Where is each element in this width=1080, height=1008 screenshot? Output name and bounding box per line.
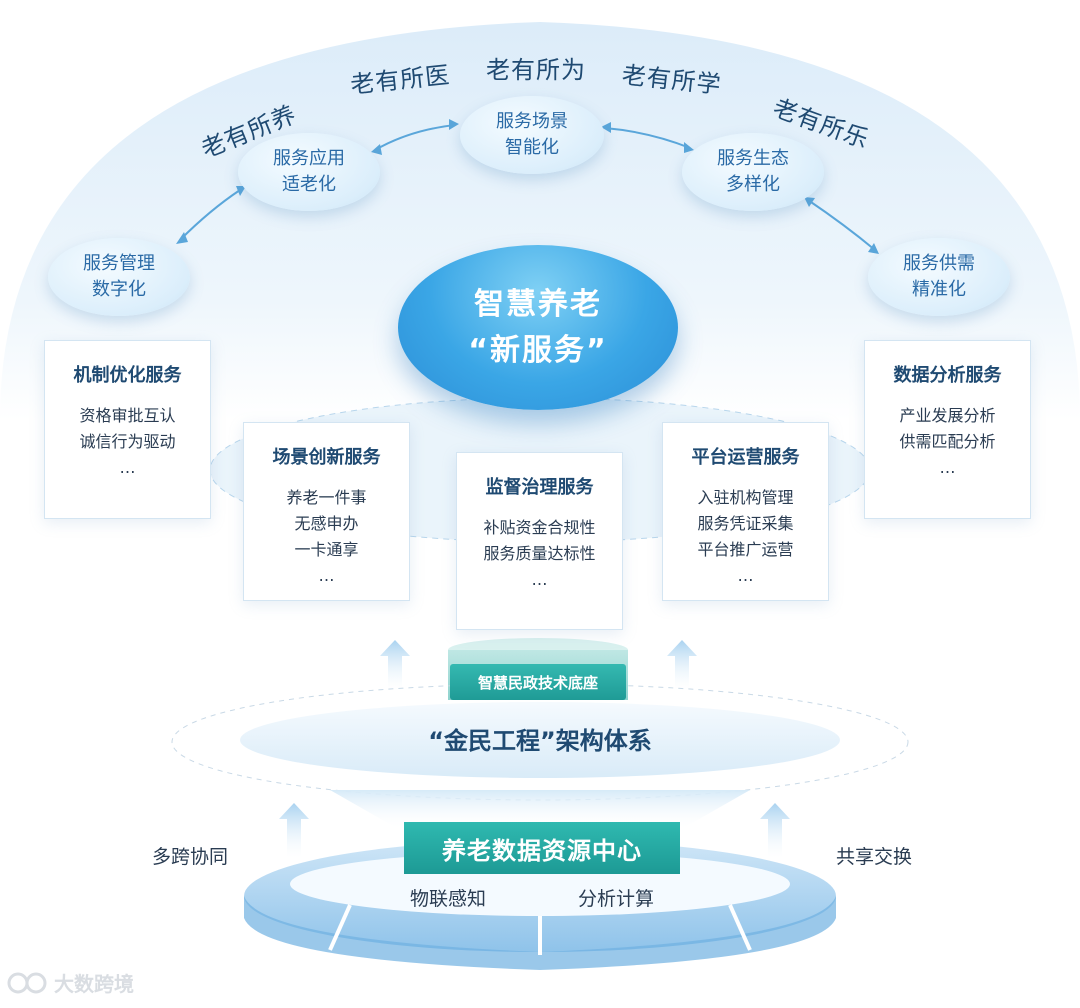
framework-label: “金民工程”架构体系	[428, 727, 652, 755]
node-app-adaptation: 服务应用 适老化	[238, 133, 380, 211]
dome	[0, 22, 1080, 420]
card-title: 平台运营服务	[691, 447, 800, 468]
card-line: 服务质量达标性	[483, 544, 596, 563]
node-line: 智能化	[505, 137, 559, 158]
card-line: …	[737, 566, 754, 585]
node-supply-demand: 服务供需 精准化	[868, 238, 1010, 316]
card-line: 产业发展分析	[899, 406, 996, 425]
node-scene-intelligence: 服务场景 智能化	[460, 96, 604, 174]
card-line: …	[119, 458, 136, 477]
card-title: 监督治理服务	[485, 477, 594, 498]
core-title: 智慧养老	[474, 286, 602, 322]
data-center-label: 养老数据资源中心	[404, 822, 680, 874]
card-line: …	[318, 566, 335, 585]
card-platform-operation: 平台运营服务 入驻机构管理 服务凭证采集 平台推广运营 …	[662, 422, 829, 601]
up-arrows-upper	[380, 640, 697, 690]
card-title: 机制优化服务	[73, 365, 182, 386]
up-arrows-lower	[279, 803, 790, 858]
card-line: …	[531, 570, 548, 589]
card-line: 资格审批互认	[79, 406, 176, 425]
framework-disc	[240, 702, 840, 778]
card-mechanism-optimization: 机制优化服务 资格审批互认 诚信行为驱动 …	[44, 340, 211, 519]
node-connectors	[179, 124, 876, 251]
card-line: 诚信行为驱动	[79, 432, 176, 451]
ring-dividers	[328, 904, 752, 955]
data-ring-edge	[244, 896, 836, 970]
card-data-analysis: 数据分析服务 产业发展分析 供需匹配分析 …	[864, 340, 1031, 519]
card-line: …	[939, 458, 956, 477]
card-line: 养老一件事	[286, 488, 367, 507]
node-line: 服务场景	[496, 111, 568, 132]
node-line: 适老化	[282, 174, 336, 195]
card-title: 场景创新服务	[272, 447, 381, 468]
connector-arrowheads	[176, 119, 879, 254]
node-line: 服务应用	[273, 148, 345, 169]
arc-phrase-3: 老有所为	[486, 56, 586, 84]
card-scene-innovation: 场景创新服务 养老一件事 无感申办 一卡通享 …	[243, 422, 410, 601]
node-line: 数字化	[92, 279, 146, 300]
node-line: 服务管理	[83, 253, 155, 274]
card-line: 供需匹配分析	[899, 432, 996, 451]
node-service-management: 服务管理 数字化	[48, 238, 190, 316]
node-ecosystem-diversity: 服务生态 多样化	[682, 133, 824, 211]
watermark: 大数跨境	[6, 968, 134, 997]
ring-text-iot: 物联感知	[410, 888, 487, 910]
card-line: 平台推广运营	[697, 540, 794, 559]
card-title: 数据分析服务	[893, 365, 1002, 386]
card-line: 一卡通享	[294, 540, 359, 559]
node-line: 精准化	[912, 279, 966, 300]
node-line: 多样化	[726, 174, 780, 195]
watermark-text: 大数跨境	[54, 972, 134, 996]
card-supervision-governance: 监督治理服务 补贴资金合规性 服务质量达标性 …	[456, 452, 623, 630]
card-line: 入驻机构管理	[697, 488, 794, 507]
tech-base-label: 智慧民政技术底座	[450, 664, 626, 700]
card-line: 补贴资金合规性	[483, 518, 596, 537]
core-subtitle: “新服务”	[468, 332, 608, 368]
card-line: 无感申办	[294, 514, 359, 533]
watermark-logo-icon	[7, 972, 47, 993]
ring-text-compute: 分析计算	[578, 888, 655, 910]
right-text-sharing: 共享交换	[836, 846, 913, 868]
left-text-cross-collab: 多跨协同	[152, 846, 229, 868]
node-line: 服务生态	[717, 148, 789, 169]
beam	[330, 790, 750, 830]
core-smart-elderly-care: 智慧养老 “新服务”	[398, 245, 678, 410]
node-line: 服务供需	[903, 253, 975, 274]
card-line: 服务凭证采集	[697, 514, 794, 533]
